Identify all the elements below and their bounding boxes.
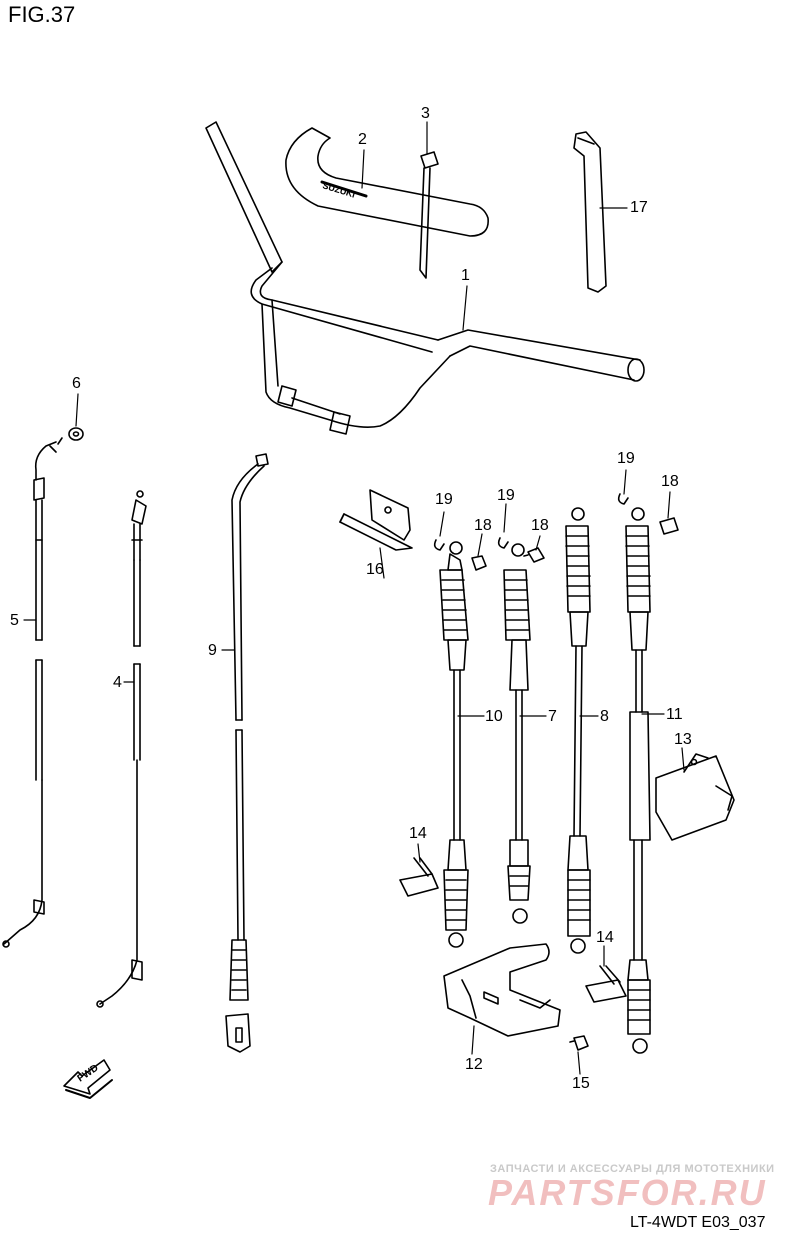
callout-4: 4 [113, 674, 122, 691]
clip-14-a [399, 857, 439, 897]
cable-strap [573, 131, 607, 293]
callout-9: 9 [208, 642, 217, 659]
handlebar [205, 121, 645, 435]
bracket-12 [443, 943, 561, 1037]
cable-10 [439, 541, 469, 948]
forward-arrow-icon: FWD [63, 1059, 113, 1099]
bracket-16 [339, 489, 413, 551]
bolt-18 [471, 517, 679, 571]
callout-14-a: 14 [409, 825, 427, 842]
cable-8 [565, 507, 591, 954]
screw-15 [569, 1035, 589, 1051]
bracket-13 [655, 753, 735, 841]
callout-19-a: 19 [435, 491, 453, 508]
callout-14-b: 14 [596, 929, 614, 946]
cable-5 [2, 437, 63, 948]
watermark-logo: PARTSFOR.RU [488, 1172, 767, 1213]
callout-16: 16 [366, 561, 384, 578]
callout-18-b: 18 [531, 517, 549, 534]
callout-8: 8 [600, 708, 609, 725]
callout-13: 13 [674, 731, 692, 748]
leader-lines [23, 121, 685, 1075]
clip-14-b [585, 965, 627, 1003]
callout-18-a: 18 [474, 517, 492, 534]
callout-3: 3 [421, 105, 430, 122]
cable-9 [225, 453, 269, 1053]
callout-15: 15 [572, 1075, 590, 1092]
cable-tie [419, 151, 439, 279]
figure-code: LT-4WDT E03_037 [630, 1214, 766, 1231]
callout-7: 7 [548, 708, 557, 725]
clip-19 [433, 493, 629, 551]
callout-6: 6 [72, 375, 81, 392]
cable-11 [625, 507, 651, 1054]
callout-5: 5 [10, 612, 19, 629]
grip-cover: SUZUKI [285, 127, 489, 237]
washer [68, 427, 84, 441]
callout-1: 1 [461, 267, 470, 284]
callout-10: 10 [485, 708, 503, 725]
cable-4 [96, 490, 147, 1008]
callout-2: 2 [358, 131, 367, 148]
callout-12: 12 [465, 1056, 483, 1073]
callout-18-c: 18 [661, 473, 679, 490]
callout-17: 17 [630, 199, 648, 216]
callout-19-b: 19 [497, 487, 515, 504]
figure-title: FIG.37 [8, 2, 76, 27]
watermark-tagline: ЗАПЧАСТИ И АКСЕССУАРЫ ДЛЯ МОТОТЕХНИКИ [490, 1163, 775, 1175]
callout-11: 11 [666, 706, 683, 723]
cable-7 [503, 543, 531, 924]
callout-19-c: 19 [617, 450, 635, 467]
brand-mark: SUZUKI [321, 180, 356, 199]
